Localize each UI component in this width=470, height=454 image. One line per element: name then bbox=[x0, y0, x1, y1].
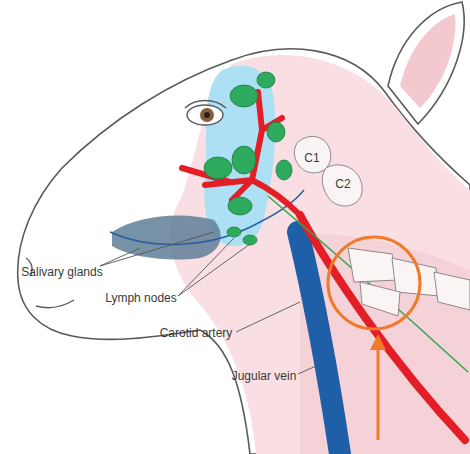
highlight-circle bbox=[328, 237, 420, 329]
gland bbox=[204, 157, 232, 179]
gland bbox=[267, 122, 285, 142]
lymph-node bbox=[227, 227, 241, 237]
carotid-artery bbox=[300, 215, 465, 440]
gland bbox=[276, 160, 292, 180]
eye-pupil bbox=[204, 112, 210, 118]
eye-iris bbox=[200, 108, 214, 122]
vertebra-label: C2 bbox=[335, 178, 350, 190]
pointer-arrow bbox=[377, 345, 380, 440]
vertebra bbox=[360, 282, 400, 316]
lymph-node bbox=[243, 235, 257, 245]
artery-branches bbox=[182, 92, 300, 215]
gland bbox=[232, 146, 256, 174]
mouth-line bbox=[36, 300, 74, 308]
ear bbox=[388, 2, 464, 124]
vertebra bbox=[434, 272, 470, 310]
eye bbox=[187, 105, 223, 125]
ear-inner bbox=[400, 14, 455, 108]
head-outline bbox=[18, 49, 470, 454]
eyelid bbox=[185, 101, 226, 109]
part-label: Lymph nodes bbox=[105, 292, 177, 304]
vertebra bbox=[322, 165, 362, 206]
leader-line bbox=[236, 302, 300, 332]
vertebra bbox=[348, 248, 398, 282]
glands bbox=[204, 72, 292, 245]
gland bbox=[230, 85, 258, 107]
arrow-head bbox=[370, 334, 386, 350]
vertebra bbox=[294, 136, 330, 172]
gland bbox=[228, 197, 252, 215]
vertebra-label: C1 bbox=[304, 152, 319, 164]
outline-line bbox=[110, 190, 304, 244]
leader-lines bbox=[100, 232, 316, 374]
part-label: Jugular vein bbox=[232, 370, 297, 382]
part-label: Carotid artery bbox=[160, 327, 233, 339]
vertebrae bbox=[294, 136, 470, 316]
leader-line bbox=[100, 248, 140, 266]
leader-line bbox=[298, 366, 316, 374]
gland bbox=[257, 72, 275, 88]
part-label: Salivary glands bbox=[21, 266, 102, 278]
leader-line bbox=[100, 232, 214, 266]
leader-line bbox=[178, 244, 250, 296]
leader-line bbox=[178, 238, 234, 296]
